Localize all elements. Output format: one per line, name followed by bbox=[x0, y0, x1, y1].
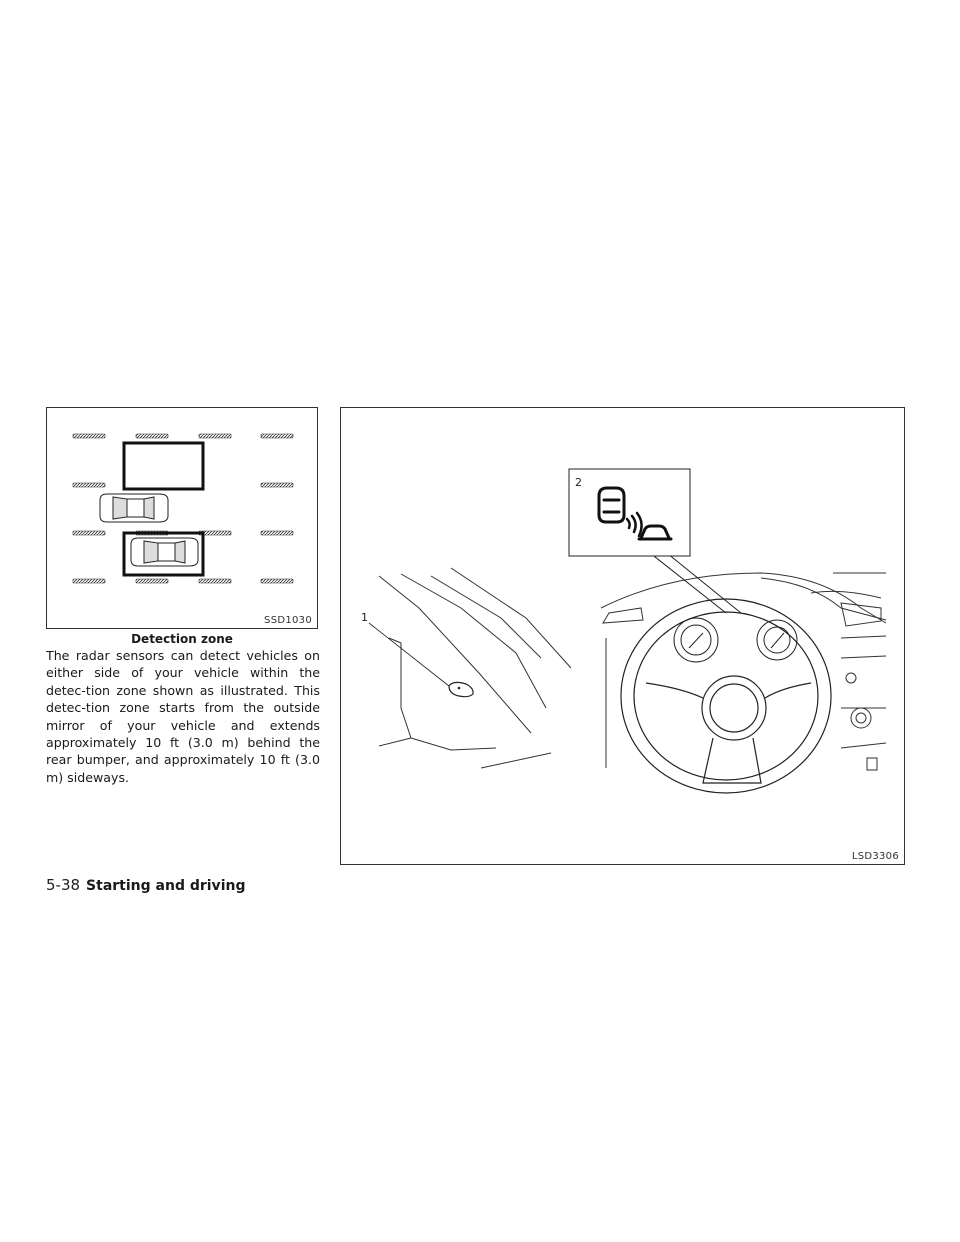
body-paragraph: The radar sensors can detect vehicles on… bbox=[46, 648, 320, 785]
figure-caption: Detection zone bbox=[131, 632, 233, 646]
indicator-callout-box bbox=[568, 468, 691, 557]
cockpit-illustration: 1 bbox=[361, 468, 887, 794]
figure-code: SSD1030 bbox=[264, 615, 312, 626]
detection-zone-figure: SSD1030 bbox=[46, 407, 318, 629]
dashboard-lines bbox=[600, 572, 887, 768]
a-pillar-lines bbox=[378, 567, 572, 769]
own-vehicle-zone-box bbox=[122, 531, 205, 577]
detection-zone-illustration bbox=[72, 433, 294, 584]
page-footer: 5-38 Starting and driving bbox=[46, 876, 245, 894]
figure-code: LSD3306 bbox=[851, 851, 899, 862]
detection-zone-box bbox=[122, 441, 205, 491]
page-number: 5-38 bbox=[46, 876, 81, 894]
gauge-cluster bbox=[673, 617, 798, 663]
section-title: Starting and driving bbox=[86, 878, 246, 894]
side-mirror-indicator-icon bbox=[448, 681, 474, 698]
callout-2: 2 bbox=[575, 476, 582, 489]
own-car-icon bbox=[130, 537, 199, 567]
right-controls bbox=[845, 672, 878, 771]
adjacent-car-icon bbox=[99, 493, 169, 523]
cockpit-figure: 1 bbox=[340, 407, 905, 865]
blind-spot-warning-icon bbox=[597, 486, 673, 541]
steering-wheel-icon bbox=[620, 598, 832, 794]
callout-1: 1 bbox=[361, 611, 368, 624]
